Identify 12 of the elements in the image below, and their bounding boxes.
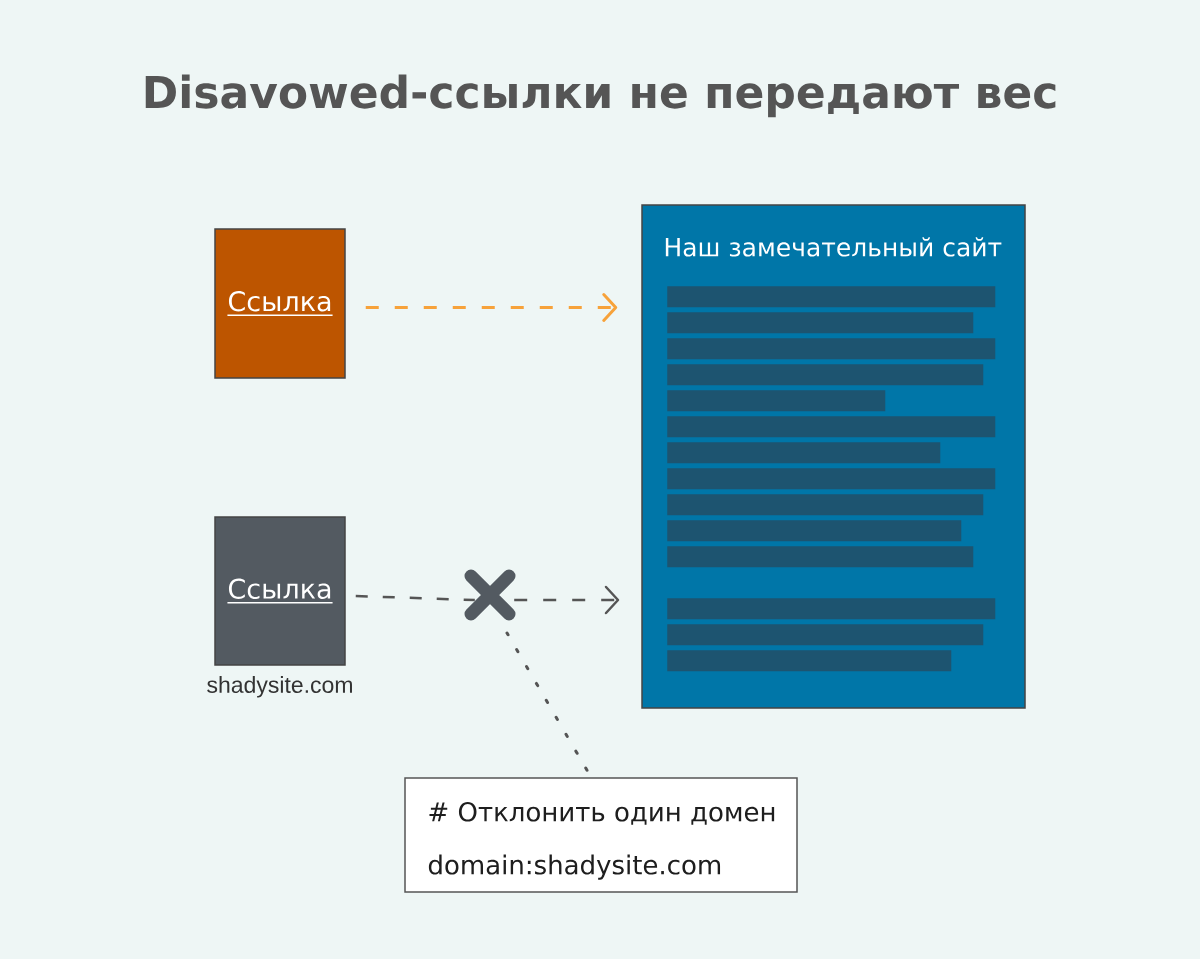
link-box: Ссылка — [214, 516, 346, 666]
dashed-arrow — [514, 585, 620, 615]
code-line: domain:shadysite.com — [428, 854, 721, 880]
cross-mark — [464, 569, 516, 621]
site-caption: shadysite.com — [207, 676, 352, 698]
link-box: Ссылка — [214, 228, 346, 379]
dashed-arrow — [365, 293, 618, 322]
page-heading: Наш замечательный сайт — [665, 237, 1002, 257]
leader-line — [505, 631, 589, 772]
code-comment: # Отклонить один домен — [429, 801, 775, 825]
dashed-line — [355, 594, 475, 602]
title: Disavowed-ссылки не передают вес — [145, 74, 1056, 118]
